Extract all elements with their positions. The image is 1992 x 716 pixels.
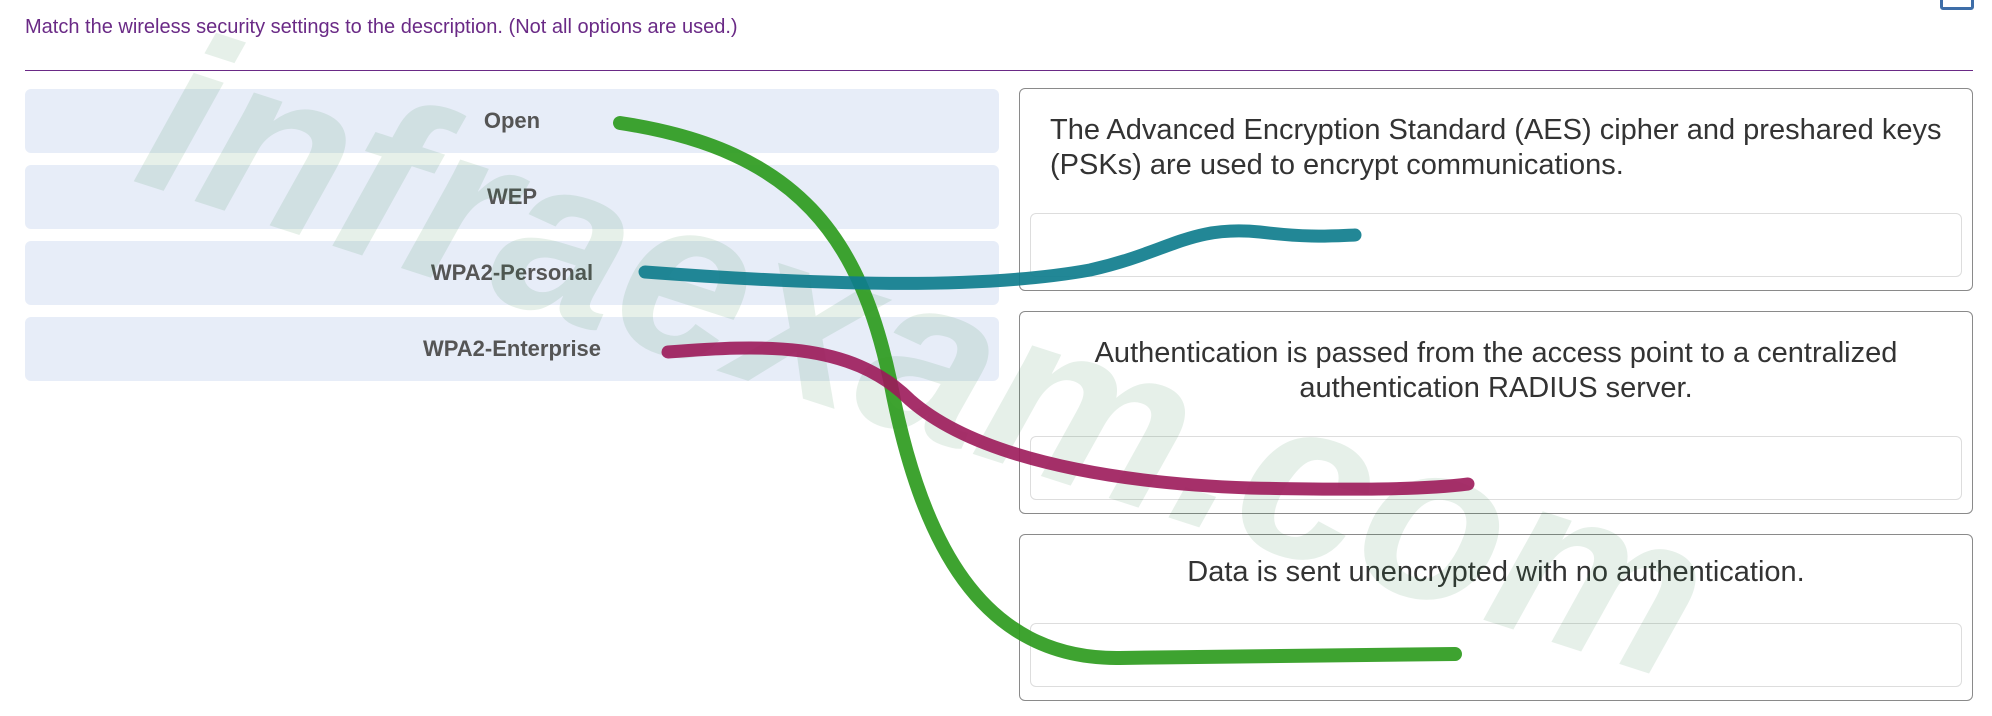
option-wpa2-personal[interactable]: WPA2-Personal (25, 241, 999, 305)
target-description: Authentication is passed from the access… (1094, 337, 1898, 404)
dropzone-3[interactable] (1030, 623, 1962, 687)
divider (25, 70, 1973, 71)
target-radius: Authentication is passed from the access… (1019, 311, 1973, 514)
instruction-text: Match the wireless security settings to … (25, 16, 738, 38)
option-wep[interactable]: WEP (25, 165, 999, 229)
target-description: The Advanced Encryption Standard (AES) c… (1050, 114, 1942, 181)
option-wpa2-enterprise[interactable]: WPA2-Enterprise (25, 317, 999, 381)
target-description: Data is sent unencrypted with no authent… (1187, 556, 1805, 588)
target-unencrypted: Data is sent unencrypted with no authent… (1019, 534, 1973, 701)
dropzone-2[interactable] (1030, 436, 1962, 500)
keyboard-icon[interactable] (1940, 0, 1974, 10)
target-aes-psk: The Advanced Encryption Standard (AES) c… (1019, 88, 1973, 291)
dropzone-1[interactable] (1030, 213, 1962, 277)
option-open[interactable]: Open (25, 89, 999, 153)
